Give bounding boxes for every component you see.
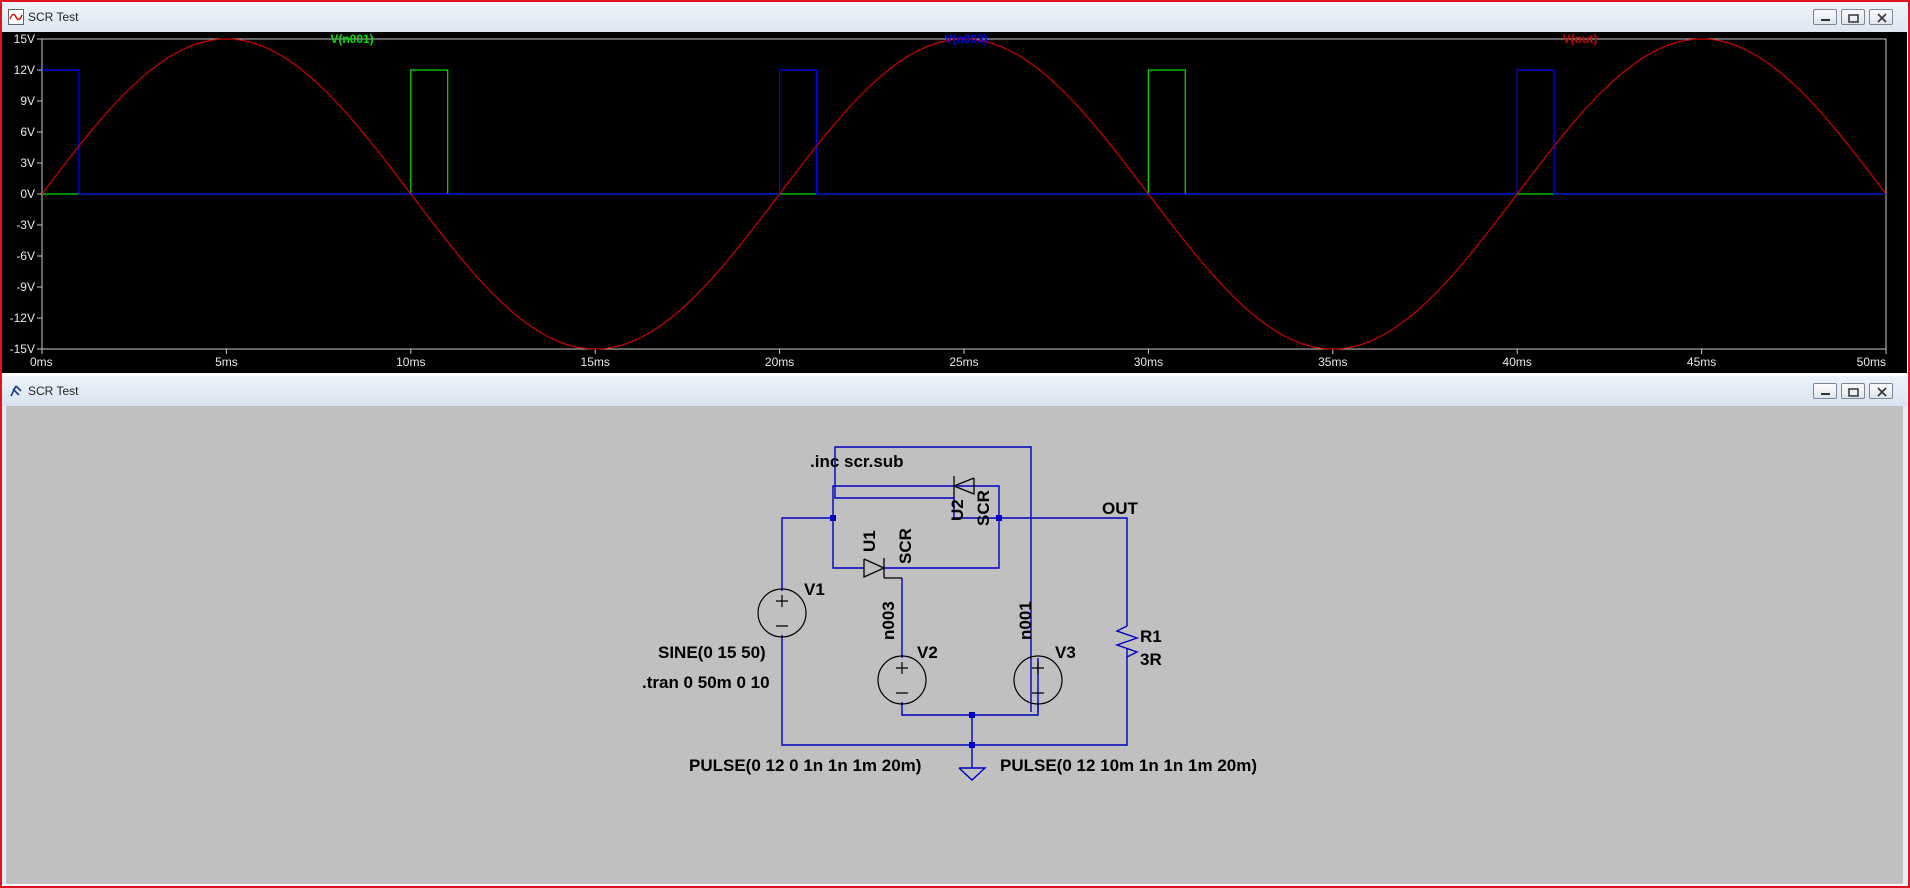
junction-dot xyxy=(969,742,975,748)
waveform-window-title: SCR Test xyxy=(28,10,79,24)
schematic-icon xyxy=(10,385,22,397)
schematic-window-title: SCR Test xyxy=(28,384,79,398)
x-tick-label: 10ms xyxy=(396,355,425,369)
x-tick-label: 30ms xyxy=(1134,355,1163,369)
x-tick-label: 35ms xyxy=(1318,355,1347,369)
y-tick-label: -6V xyxy=(16,249,35,263)
directive-tran[interactable]: .tran 0 50m 0 10 xyxy=(642,673,770,692)
scr-u1-symbol[interactable] xyxy=(863,558,902,579)
waveform-window-titlebar[interactable]: SCR Test xyxy=(2,2,1907,33)
y-tick-label: 12V xyxy=(14,63,35,77)
x-tick-label: 50ms xyxy=(1857,355,1886,369)
junction-dot xyxy=(996,515,1002,521)
y-tick-label: 6V xyxy=(20,125,35,139)
v1-name[interactable]: V1 xyxy=(804,580,825,599)
y-tick-label: -3V xyxy=(16,218,35,232)
r1-name[interactable]: R1 xyxy=(1140,627,1162,646)
close-icon xyxy=(1877,13,1887,23)
minimize-button[interactable] xyxy=(1813,9,1837,25)
waveform-icon xyxy=(8,9,24,25)
net-label-out[interactable]: OUT xyxy=(1102,499,1139,518)
legend-vn003[interactable]: V(n003) xyxy=(944,32,987,46)
restore-button[interactable] xyxy=(1841,383,1865,399)
waveform-window[interactable]: SCR Test 15V 12V 9V 6V 3V 0V -3V -6V -9V -12V -15V… xyxy=(2,2,1907,373)
u2-name[interactable]: U2 xyxy=(948,499,967,521)
series-line-vn001[interactable] xyxy=(42,69,1886,195)
u2-model[interactable]: SCR xyxy=(974,490,993,526)
net-label-n001[interactable]: n001 xyxy=(1016,601,1035,640)
directive-inc[interactable]: .inc scr.sub xyxy=(810,452,904,471)
x-tick-label: 45ms xyxy=(1687,355,1716,369)
x-tick-label: 5ms xyxy=(215,355,238,369)
v2-name[interactable]: V2 xyxy=(917,643,938,662)
scr-u2-symbol[interactable] xyxy=(952,476,975,498)
restore-icon xyxy=(1848,14,1859,23)
x-tick-label: 40ms xyxy=(1503,355,1532,369)
x-tick-label: 25ms xyxy=(949,355,978,369)
close-button[interactable] xyxy=(1869,9,1893,25)
y-tick-label: -15V xyxy=(10,342,35,356)
schematic-window-titlebar[interactable]: SCR Test xyxy=(2,376,1907,407)
minimize-button[interactable] xyxy=(1813,383,1837,399)
x-tick-label: 0ms xyxy=(30,355,53,369)
schematic-junctions xyxy=(830,515,1002,748)
y-tick-label: 0V xyxy=(20,187,35,201)
voltage-source-v2[interactable] xyxy=(877,655,927,705)
legend-vn001[interactable]: V(n001) xyxy=(330,32,373,46)
junction-dot xyxy=(969,712,975,718)
y-tick-label: 15V xyxy=(14,32,35,46)
series-line-vout[interactable] xyxy=(41,38,1887,350)
junction-dot xyxy=(830,515,836,521)
v3-value[interactable]: PULSE(0 12 10m 1n 1n 1m 20m) xyxy=(1000,756,1257,775)
ground-icon[interactable] xyxy=(958,767,987,781)
close-icon xyxy=(1877,387,1887,397)
schematic-wires xyxy=(781,446,1140,768)
net-label-n003[interactable]: n003 xyxy=(879,601,898,640)
voltage-source-v3[interactable] xyxy=(1013,655,1063,705)
x-tick-label: 15ms xyxy=(581,355,610,369)
u1-model[interactable]: SCR xyxy=(896,528,915,564)
v3-name[interactable]: V3 xyxy=(1055,643,1076,662)
close-button[interactable] xyxy=(1869,383,1893,399)
r1-value[interactable]: 3R xyxy=(1140,650,1162,669)
schematic-window[interactable]: SCR Test xyxy=(2,376,1907,884)
v1-value[interactable]: SINE(0 15 50) xyxy=(658,643,766,662)
restore-icon xyxy=(1848,388,1859,397)
y-tick-label: 9V xyxy=(20,94,35,108)
minimize-icon xyxy=(1821,393,1830,395)
series-line-vn003[interactable] xyxy=(42,69,1886,195)
v2-value[interactable]: PULSE(0 12 0 1n 1n 1m 20m) xyxy=(689,756,921,775)
u1-name[interactable]: U1 xyxy=(860,530,879,552)
voltage-source-v1[interactable] xyxy=(757,588,807,638)
y-tick-label: 3V xyxy=(20,156,35,170)
schematic-drawing[interactable]: .inc scr.sub .tran 0 50m 0 10 OUT V1 SIN… xyxy=(6,406,1903,884)
legend-vout[interactable]: V(out) xyxy=(1563,32,1598,46)
minimize-icon xyxy=(1821,19,1830,21)
schematic-canvas[interactable]: .inc scr.sub .tran 0 50m 0 10 OUT V1 SIN… xyxy=(2,406,1907,884)
x-tick-label: 20ms xyxy=(765,355,794,369)
y-tick-label: -9V xyxy=(16,280,35,294)
y-tick-label: -12V xyxy=(10,311,35,325)
restore-button[interactable] xyxy=(1841,9,1865,25)
